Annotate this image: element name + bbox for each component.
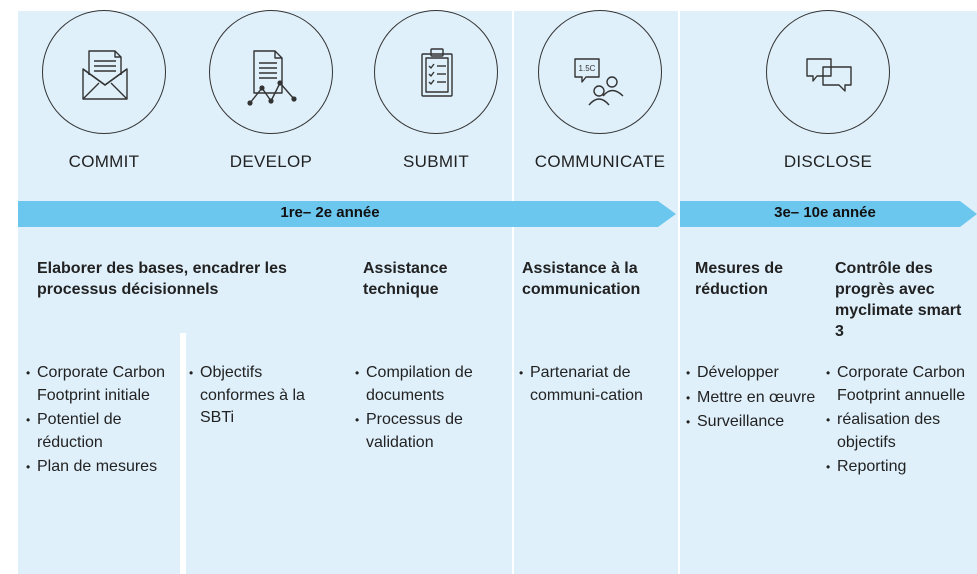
list-item: Objectifs conformes à la SBTi — [189, 362, 339, 430]
list-submit: Compilation de documents Processus de va… — [355, 362, 505, 456]
heading-technical-assistance: Assistance technique — [363, 260, 448, 298]
list-item: Plan de mesures — [26, 456, 176, 479]
list-item: Potentiel de réduction — [26, 409, 176, 454]
icon-text: 1.5C — [579, 64, 596, 73]
document-graph-icon — [209, 10, 333, 134]
list-item: Corporate Carbon Footprint initiale — [26, 362, 176, 407]
timeline-label-phase2: 3e– 10e année — [774, 204, 876, 221]
heading-progress-monitoring: Contrôle des progrès avec myclimate smar… — [835, 260, 962, 340]
list-item: Corporate Carbon Footprint annuelle — [826, 362, 966, 407]
list-item: Développer — [686, 362, 821, 385]
timeline-label-phase1: 1re– 2e année — [280, 204, 380, 221]
list-communicate: Partenariat de communi-cation — [519, 362, 659, 409]
list-commit: Corporate Carbon Footprint initiale Pote… — [26, 362, 176, 481]
list-reduction: Développer Mettre en œuvre Surveillance — [686, 362, 821, 436]
stage-label-commit: COMMIT — [68, 152, 140, 171]
stage-label-submit: SUBMIT — [402, 152, 470, 171]
list-item: Compilation de documents — [355, 362, 505, 407]
heading-communication-assistance: Assistance à la communication — [522, 260, 641, 298]
list-item: Processus de validation — [355, 409, 505, 454]
list-develop: Objectifs conformes à la SBTi — [189, 362, 339, 432]
speech-bubbles-icon — [766, 10, 890, 134]
stage-label-disclose: DISCLOSE — [783, 152, 873, 171]
heading-reduction-measures: Mesures de réduction — [695, 260, 784, 298]
list-item: Mettre en œuvre — [686, 387, 821, 410]
clipboard-checklist-icon — [374, 10, 498, 134]
envelope-letter-icon — [42, 10, 166, 134]
speech-people-icon: 1.5C — [538, 10, 662, 134]
stage-label-develop: DEVELOP — [229, 152, 313, 171]
timeline-arrow-phase1 — [18, 201, 676, 227]
timeline-arrow-phase2 — [680, 201, 977, 227]
list-item: Partenariat de communi-cation — [519, 362, 659, 407]
list-monitoring: Corporate Carbon Footprint annuelle réal… — [826, 362, 966, 481]
stage-label-communicate: COMMUNICATE — [534, 152, 666, 171]
list-item: réalisation des objectifs — [826, 409, 966, 454]
list-item: Reporting — [826, 456, 966, 479]
list-item: Surveillance — [686, 411, 821, 434]
heading-foundations: Elaborer des bases, encadrer les process… — [37, 260, 287, 298]
